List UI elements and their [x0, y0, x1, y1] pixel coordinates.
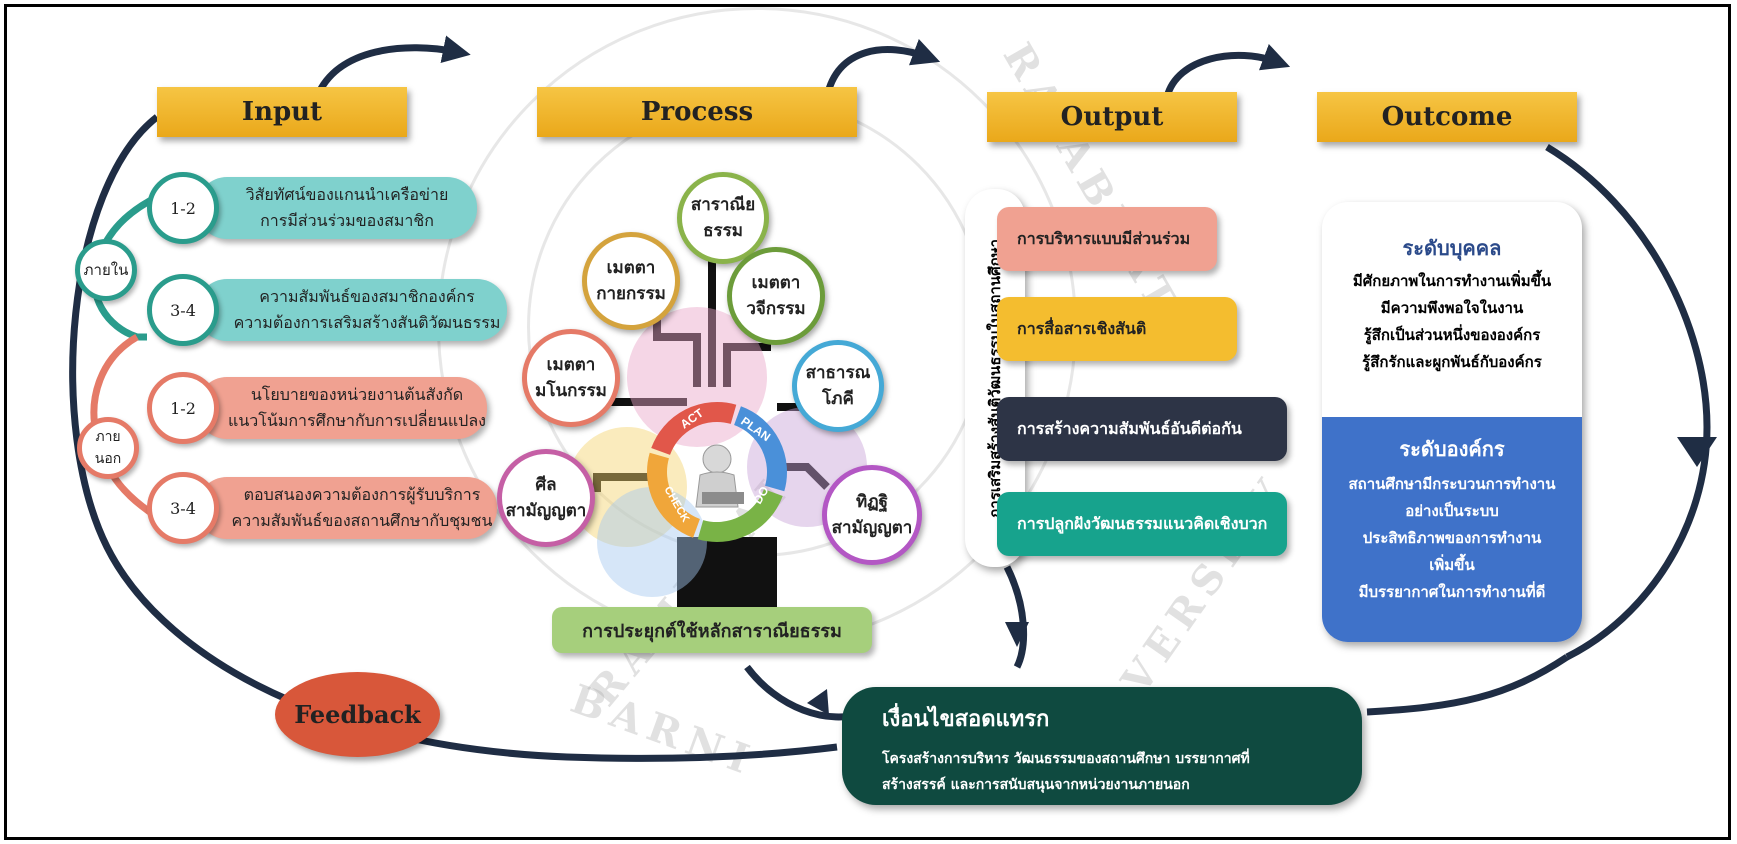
process-circle-sila-l1: ศีล — [535, 475, 557, 495]
output-vertical-label: การเสริมสร้างสันติวัฒนธรรมในสถานศึกษา — [986, 238, 1004, 518]
pdca-segment-check — [647, 452, 701, 538]
input-item-1: วิสัยทัศน์ของแกนนำเครือข่ายการมีส่วนร่วม… — [197, 177, 477, 239]
outcome-individual-line-4: รู้สึกรักและผูกพันธ์กับองค์กร — [1362, 353, 1542, 371]
process-circle-saraniya-l2: ธรรม — [703, 221, 743, 241]
output-item-2: การสื่อสารเชิงสันติ — [997, 297, 1237, 361]
input-badge-1: 1-2 — [147, 172, 219, 244]
conditions-line-1: โครงสร้างการบริหาร วัฒนธรรมของสถานศึกษา … — [882, 751, 1250, 767]
outcome-card: ระดับบุคคล มีศักยภาพในการทำงานเพิ่มขึ้น … — [1322, 202, 1582, 642]
process-circle-ditthi-l1: ทิฏฐิ — [856, 492, 888, 512]
outcome-organization-line-4: เพิ่มขึ้น — [1429, 556, 1475, 574]
process-circle-kaya-l2: กายกรรม — [596, 284, 666, 304]
input-item-4: ตอบสนองความต้องการผู้รับบริการความสัมพัน… — [197, 477, 497, 539]
pdca-segment-act — [651, 402, 737, 456]
outcome-individual: ระดับบุคคล มีศักยภาพในการทำงานเพิ่มขึ้น … — [1322, 202, 1582, 417]
process-circle-ditthi-l2: สามัญญตา — [831, 518, 913, 538]
process-circle-kaya-l1: เมตตา — [606, 258, 656, 278]
process-circle-sila: ศีลสามัญญตา — [497, 449, 595, 547]
outcome-organization-line-3: ประสิทธิภาพของการทำงาน — [1362, 529, 1542, 547]
process-circle-vaci: เมตตาวจีกรรม — [727, 247, 825, 345]
process-circle-sila-l2: สามัญญตา — [505, 501, 587, 521]
process-circle-kaya: เมตตากายกรรม — [582, 232, 680, 330]
process-circle-sadharana: สาธารณโภคี — [792, 340, 884, 432]
process-circle-mano-l2: มโนกรรม — [535, 381, 607, 401]
arc-output-down — [1003, 565, 1027, 669]
input-item-2-line1: ความสัมพันธ์ของสมาชิกองค์กร — [259, 287, 475, 306]
header-process: Process — [537, 87, 857, 137]
arrow-outcome-down — [1677, 437, 1717, 467]
process-circle-saraniya: สาราณียธรรม — [677, 172, 769, 264]
outcome-individual-line-1: มีศักยภาพในการทำงานเพิ่มขึ้น — [1352, 272, 1552, 290]
input-badge-4: 3-4 — [147, 472, 219, 544]
header-output: Output — [987, 92, 1237, 142]
arrow-to-process — [807, 689, 829, 715]
process-circle-ditthi: ทิฏฐิสามัญญตา — [822, 465, 922, 565]
process-circle-sadharana-l2: โภคี — [822, 389, 854, 409]
process-circle-saraniya-l1: สาราณีย — [690, 195, 756, 215]
blob-blue — [597, 487, 707, 597]
input-item-3-line2: แนวโน้มการศึกษากับการเปลี่ยนแปลง — [228, 411, 486, 430]
output-item-3: การสร้างความสัมพันธ์อันดีต่อกัน — [997, 397, 1287, 461]
pdca-cycle: ACT PLAN DO CHECK — [647, 402, 787, 542]
process-circle-sadharana-l1: สาธารณ — [805, 363, 871, 383]
outcome-organization-title: ระดับองค์กร — [1399, 437, 1505, 461]
input-item-3: นโยบายของหน่วยงานต้นสังกัดแนวโน้มการศึกษ… — [197, 377, 487, 439]
arrow-output-down — [1005, 622, 1029, 647]
header-input: Input — [157, 87, 407, 137]
pdca-segment-do — [697, 488, 783, 542]
input-badge-3: 1-2 — [147, 372, 219, 444]
watermark-text-2: BARNI — [564, 675, 763, 786]
conditions-line-2: สร้างสรรค์ และการสนับสนุนจากหน่วยงานภายน… — [882, 777, 1190, 793]
input-item-4-line2: ความสัมพันธ์ของสถานศึกษากับชุมชน — [231, 511, 493, 530]
arc-output-outcome — [1163, 43, 1291, 99]
input-item-1-line2: การมีส่วนร่วมของสมาชิก — [260, 211, 434, 230]
input-badge-2: 3-4 — [147, 274, 219, 346]
output-item-4: การปลูกฝังวัฒนธรรมแนวคิดเชิงบวก — [997, 492, 1287, 556]
pdca-segment-plan — [733, 406, 787, 492]
outcome-individual-line-2: มีความพึงพอใจในงาน — [1380, 299, 1524, 317]
arc-outcome-conditions — [1366, 654, 1569, 716]
input-item-3-line1: นโยบายของหน่วยงานต้นสังกัด — [250, 385, 464, 404]
input-group-external: ภาย นอก — [77, 417, 139, 479]
outcome-organization: ระดับองค์กร สถานศึกษามีกระบวนการทำงาน อย… — [1322, 417, 1582, 642]
input-item-2: ความสัมพันธ์ของสมาชิกองค์กรความต้องการเส… — [197, 279, 507, 341]
process-circle-vaci-l1: เมตตา — [751, 273, 801, 293]
conditions-box: เงื่อนไขสอดแทรก โครงสร้างการบริหาร วัฒนธ… — [842, 687, 1362, 805]
process-circle-vaci-l2: วจีกรรม — [746, 299, 806, 319]
input-item-4-line1: ตอบสนองความต้องการผู้รับบริการ — [243, 485, 481, 504]
feedback-ellipse: Feedback — [275, 672, 440, 757]
process-circle-mano-l1: เมตตา — [546, 355, 596, 375]
process-circle-mano: เมตตามโนกรรม — [522, 329, 620, 427]
input-item-1-line1: วิสัยทัศน์ของแกนนำเครือข่าย — [245, 185, 449, 204]
diagram-frame: RAMBHAI BARNI UNIVERSITY RAJABHAT — [4, 4, 1731, 840]
header-outcome: Outcome — [1317, 92, 1577, 142]
output-item-1: การบริหารแบบมีส่วนร่วม — [997, 207, 1217, 271]
outcome-organization-line-1: สถานศึกษามีกระบวนการทำงาน — [1348, 475, 1556, 493]
conditions-title: เงื่อนไขสอดแทรก — [882, 706, 1050, 732]
input-item-2-line2: ความต้องการเสริมสร้างสันติวัฒนธรรม — [233, 313, 501, 332]
outcome-organization-line-2: อย่างเป็นระบบ — [1405, 502, 1499, 520]
process-caption: การประยุกต์ใช้หลักสาราณียธรรม — [552, 607, 872, 653]
outcome-individual-title: ระดับบุคคล — [1402, 236, 1502, 260]
outcome-organization-line-5: มีบรรยากาศในการทำงานที่ดี — [1358, 583, 1546, 601]
input-group-internal: ภายใน — [75, 239, 137, 301]
outcome-individual-line-3: รู้สึกเป็นส่วนหนึ่งขององค์กร — [1363, 326, 1541, 344]
